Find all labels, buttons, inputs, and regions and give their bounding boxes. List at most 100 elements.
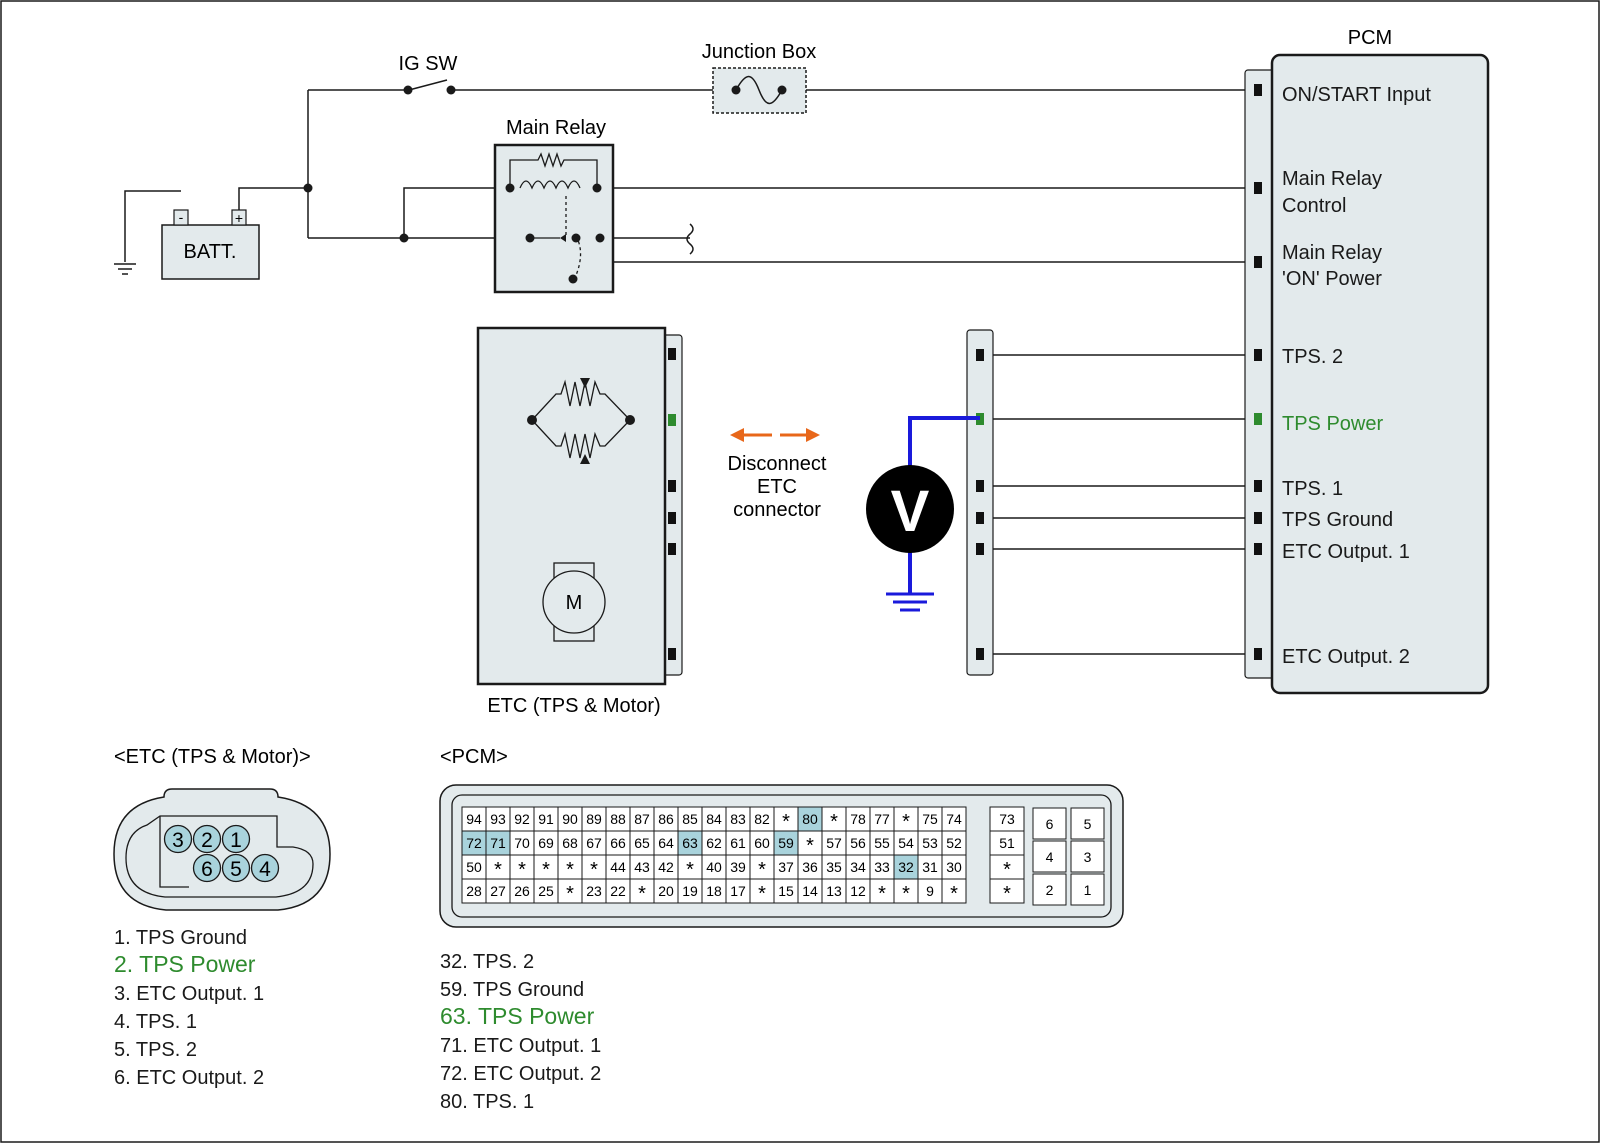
pcm-terminal-label: TPS. 1 <box>1282 478 1343 500</box>
pcm-terminal-pin <box>1254 84 1262 96</box>
pcm-connector-pin-number: 4 <box>1046 849 1054 865</box>
main-relay-label: Main Relay <box>506 117 606 139</box>
pcm-connector-cell <box>773 854 799 880</box>
pcm-connector-cell <box>725 878 751 904</box>
arrow-right-icon <box>806 428 820 442</box>
pcm-connector-pin-number: 12 <box>850 883 866 899</box>
pcm-terminal-label: TPS Power <box>1282 413 1383 435</box>
pcm-connector-pin-number: 59 <box>778 835 794 851</box>
pcm-connector-pin-number: 51 <box>999 835 1015 851</box>
pcm-connector-pin-number: 15 <box>778 883 794 899</box>
etc-connector-title: <ETC (TPS & Motor)> <box>114 746 311 768</box>
etc-face-pin <box>192 853 222 883</box>
pcm-connector-pin-number: 32 <box>898 859 914 875</box>
pcm-connector-pin-number: 89 <box>586 811 602 827</box>
etc-face-pin-number: 3 <box>172 829 184 852</box>
pcm-connector-cell <box>677 878 703 904</box>
etc-face-pin-number: 6 <box>201 858 213 881</box>
pcm-connector-pin-number: * <box>806 835 814 857</box>
pin-description: 4. TPS. 1 <box>114 1011 197 1033</box>
pcm-connector-pin-number: 20 <box>658 883 674 899</box>
junction-box: Junction Box <box>702 41 817 114</box>
pcm-connector-cell <box>773 806 799 832</box>
pin-description: 59. TPS Ground <box>440 979 584 1001</box>
pcm-connector-pin-number: * <box>758 883 766 905</box>
pcm-connector-pin-number: 54 <box>898 835 914 851</box>
pin-description: 6. ETC Output. 2 <box>114 1067 264 1089</box>
pcm-connector-pin-number: 9 <box>926 883 934 899</box>
pcm-connector-cell <box>893 878 919 904</box>
pcm-connector-pin-number: 6 <box>1046 816 1054 832</box>
pcm-connector-pin-number: 92 <box>514 811 530 827</box>
pcm-connector-cell <box>749 806 775 832</box>
pcm-connector-cell <box>605 854 631 880</box>
pcm-connector-cell <box>701 878 727 904</box>
pcm-title: PCM <box>1348 27 1392 49</box>
pcm-connector-title: <PCM> <box>440 746 508 768</box>
pcm-connector-pin-number: 26 <box>514 883 530 899</box>
battery-neg-label: - <box>179 209 184 225</box>
pcm-connector-pin-number: 63 <box>682 835 698 851</box>
pcm-terminal-pin <box>1254 349 1262 361</box>
pcm-connector-pin-number: 13 <box>826 883 842 899</box>
pcm-connector-cell <box>821 854 847 880</box>
junction-box-label: Junction Box <box>702 41 817 63</box>
ground-icon <box>886 592 934 612</box>
pcm-connector-cell <box>845 878 871 904</box>
disconnect-line-3: connector <box>733 499 821 521</box>
pin-description: 1. TPS Ground <box>114 927 247 949</box>
pcm-connector-pin-number: 60 <box>754 835 770 851</box>
pcm-connector-pin-number: 91 <box>538 811 554 827</box>
pcm-block: PCM <box>1244 27 1490 695</box>
pcm-connector-cell <box>485 854 511 880</box>
pcm-connector-cell <box>629 854 655 880</box>
pcm-connector-pin-number: * <box>902 883 910 905</box>
pcm-connector-cell <box>557 878 583 904</box>
pcm-connector-pin-number: 67 <box>586 835 602 851</box>
pcm-connector-pin-number: * <box>1003 883 1011 905</box>
pcm-connector-cell <box>533 830 559 856</box>
etc-terminals <box>668 348 676 660</box>
pcm-connector-pin-number: 86 <box>658 811 674 827</box>
harness-connector <box>966 329 994 676</box>
pcm-connector-pin-number: 65 <box>634 835 650 851</box>
pcm-connector-pin-number: 62 <box>706 835 722 851</box>
pcm-connector-cell <box>917 830 943 856</box>
etc-face-pin-number: 4 <box>259 858 271 881</box>
pcm-connector-pin-number: 1 <box>1084 882 1092 898</box>
pin-description: 72. ETC Output. 2 <box>440 1063 601 1085</box>
voltmeter: V <box>866 416 980 612</box>
pcm-connector-cell <box>605 830 631 856</box>
battery-pos-label: + <box>235 210 243 226</box>
pcm-terminal-label: ETC Output. 2 <box>1282 646 1410 668</box>
pin-description: 71. ETC Output. 1 <box>440 1035 601 1057</box>
pcm-connector-pin-number: 19 <box>682 883 698 899</box>
pcm-connector-pin-number: 72 <box>466 835 482 851</box>
pcm-connector-cell <box>941 878 967 904</box>
pcm-connector-cell <box>1070 873 1105 906</box>
ig-sw-label: IG SW <box>399 53 458 75</box>
pcm-connector-pin-number: 83 <box>730 811 746 827</box>
pin-description: 3. ETC Output. 1 <box>114 983 264 1005</box>
pcm-connector-cell <box>677 830 703 856</box>
pcm-connector-cell <box>581 830 607 856</box>
pcm-connector-cell <box>701 830 727 856</box>
pin-description: 2. TPS Power <box>114 951 256 977</box>
pcm-connector-cell <box>725 854 751 880</box>
pcm-connector-pin-number: 73 <box>999 811 1015 827</box>
pcm-connector-pin-number: 25 <box>538 883 554 899</box>
pcm-connector-cell <box>461 830 487 856</box>
disconnect-line-2: ETC <box>757 476 797 498</box>
motor-label: M <box>566 592 583 614</box>
pcm-connector-pin-number: * <box>1003 859 1011 881</box>
etc-face-pin <box>163 824 193 854</box>
battery-label: BATT. <box>184 241 237 263</box>
pcm-connector-pin-number: 90 <box>562 811 578 827</box>
etc-terminal-pin <box>668 543 676 555</box>
pcm-connector-cell <box>485 878 511 904</box>
pcm-connector-cell <box>581 806 607 832</box>
pcm-terminal-label: Control <box>1282 195 1346 217</box>
